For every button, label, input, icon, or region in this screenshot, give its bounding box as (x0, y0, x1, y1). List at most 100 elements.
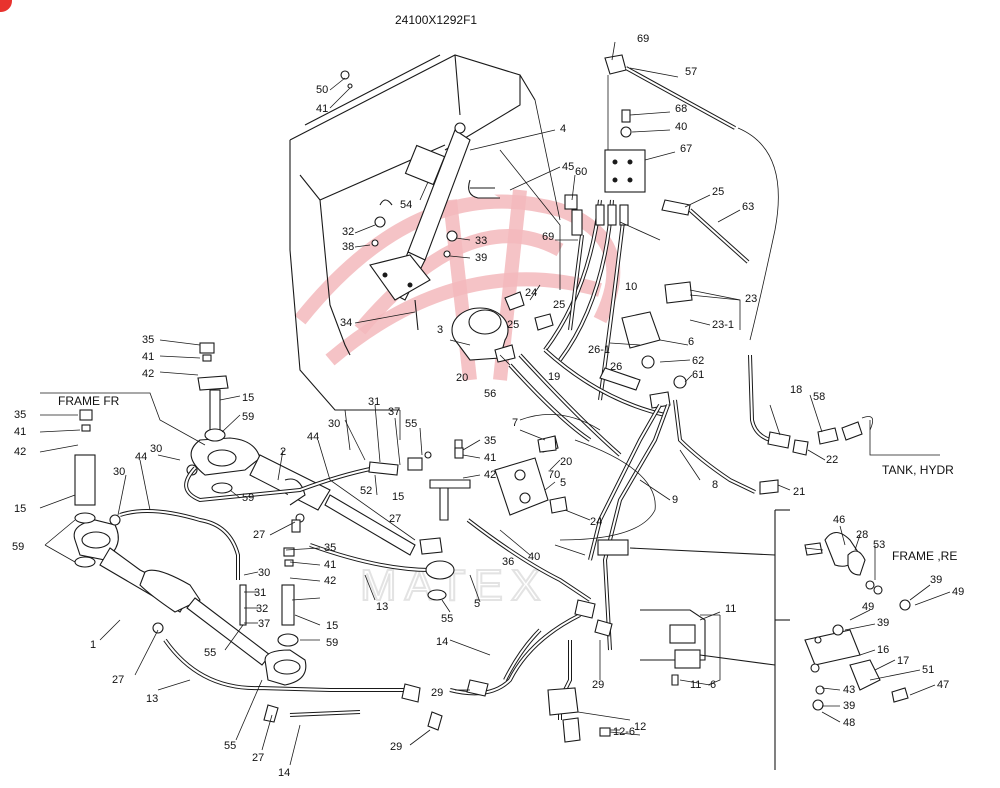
callout-label: 39 (877, 617, 889, 629)
callout-label: 22 (826, 454, 838, 466)
callout-label: 39 (843, 700, 855, 712)
callout-label: 35 (14, 409, 26, 421)
callout-label: 53 (873, 539, 885, 551)
callout-label: 58 (813, 391, 825, 403)
callout-label: 21 (793, 486, 805, 498)
callout-label: 40 (675, 121, 687, 133)
note-frame-re: FRAME ,RE (892, 549, 957, 563)
callout-label: 8 (712, 479, 718, 491)
note-tank-hydr: TANK, HYDR (882, 463, 954, 477)
callout-label: 44 (307, 431, 319, 443)
callout-label: 38 (342, 241, 354, 253)
callout-label: 47 (937, 679, 949, 691)
callout-label: 19 (548, 371, 560, 383)
callout-label: 13 (376, 601, 388, 613)
callout-label: 36 (502, 556, 514, 568)
callout-label: 1 (90, 639, 96, 651)
callout-label: 25 (712, 186, 724, 198)
callout-label: 5 (560, 477, 566, 489)
callout-label: 30 (258, 567, 270, 579)
callout-label: 18 (790, 384, 802, 396)
callout-label: 59 (242, 411, 254, 423)
frame-re-parts (774, 509, 911, 770)
callout-label: 15 (14, 503, 26, 515)
callout-label: 34 (340, 317, 352, 329)
callout-label: 30 (113, 466, 125, 478)
callout-label: 25 (507, 319, 519, 331)
callout-label: 30 (150, 443, 162, 455)
callout-label: 45 (562, 161, 574, 173)
callout-label: 35 (142, 334, 154, 346)
callout-label: 13 (146, 693, 158, 705)
callout-label: 29 (390, 741, 402, 753)
callout-label: 37 (388, 406, 400, 418)
hoses-center (508, 348, 666, 457)
callout-label: 27 (112, 674, 124, 686)
valve-6 (599, 281, 693, 409)
steering-cylinder-2 (190, 437, 416, 556)
callout-label: 29 (431, 687, 443, 699)
callout-label: 59 (326, 637, 338, 649)
note-frame-fr: FRAME FR (58, 394, 120, 408)
callout-label: 5 (474, 598, 480, 610)
callout-label: 24 (590, 516, 602, 528)
callout-label: 28 (856, 529, 868, 541)
callout-label: 41 (484, 452, 496, 464)
callout-label: 55 (224, 740, 236, 752)
callout-label: 41 (324, 559, 336, 571)
callout-label: 50 (316, 84, 328, 96)
callout-label: 57 (685, 66, 697, 78)
callout-label: 12 (634, 721, 646, 733)
pins-left (74, 342, 301, 647)
callout-label: 40 (528, 551, 540, 563)
callout-label: 70 (548, 469, 560, 481)
callout-label: 15 (392, 491, 404, 503)
callout-label: 41 (142, 351, 154, 363)
callout-label: 16 (877, 644, 889, 656)
pump-3 (451, 291, 554, 363)
drawing-number: 24100X1292F1 (395, 13, 477, 27)
callout-label: 26-1 (588, 344, 610, 356)
callout-label: 25 (553, 299, 565, 311)
u-bolt (468, 179, 500, 199)
callout-label: 32 (256, 603, 268, 615)
callout-label: 7 (512, 417, 518, 429)
callout-label: 55 (204, 647, 216, 659)
valve-block-67 (604, 109, 646, 193)
callout-label: 26 (610, 361, 622, 373)
callout-label: 60 (575, 166, 587, 178)
callout-label: 39 (930, 574, 942, 586)
callout-label: 44 (135, 451, 147, 463)
callout-label: 37 (258, 618, 270, 630)
callout-label: 23-1 (712, 319, 734, 331)
watermark-logo: MATEX (294, 189, 621, 611)
callout-label: 27 (252, 752, 264, 764)
callout-label: 54 (400, 199, 412, 211)
callout-label: 14 (436, 636, 448, 648)
hose-bundle-10 (543, 199, 629, 401)
callout-label: 2 (280, 446, 286, 458)
callout-label: 68 (675, 103, 687, 115)
callout-label: 11 (690, 679, 701, 691)
callout-label: 33 (475, 235, 487, 247)
callout-label: 42 (14, 446, 26, 458)
callout-label: 48 (843, 717, 855, 729)
callout-label: 12-6 (613, 726, 635, 738)
callout-label: 24 (525, 287, 537, 299)
callout-label: 35 (484, 435, 496, 447)
callout-label: 69 (542, 231, 554, 243)
callout-label: 55 (405, 418, 417, 430)
frame-body-outline (289, 54, 561, 451)
callout-label: 51 (922, 664, 934, 676)
callout-label: 59 (242, 492, 254, 504)
hose-63 (661, 199, 750, 264)
callout-label: 31 (368, 396, 380, 408)
callout-label: 29 (592, 679, 604, 691)
callout-label: 49 (952, 586, 964, 598)
callout-label: 6 (710, 679, 716, 691)
hoses-left (119, 461, 455, 731)
callout-label: 30 (328, 418, 340, 430)
callout-label: 39 (475, 252, 487, 264)
callout-label: 63 (742, 201, 754, 213)
